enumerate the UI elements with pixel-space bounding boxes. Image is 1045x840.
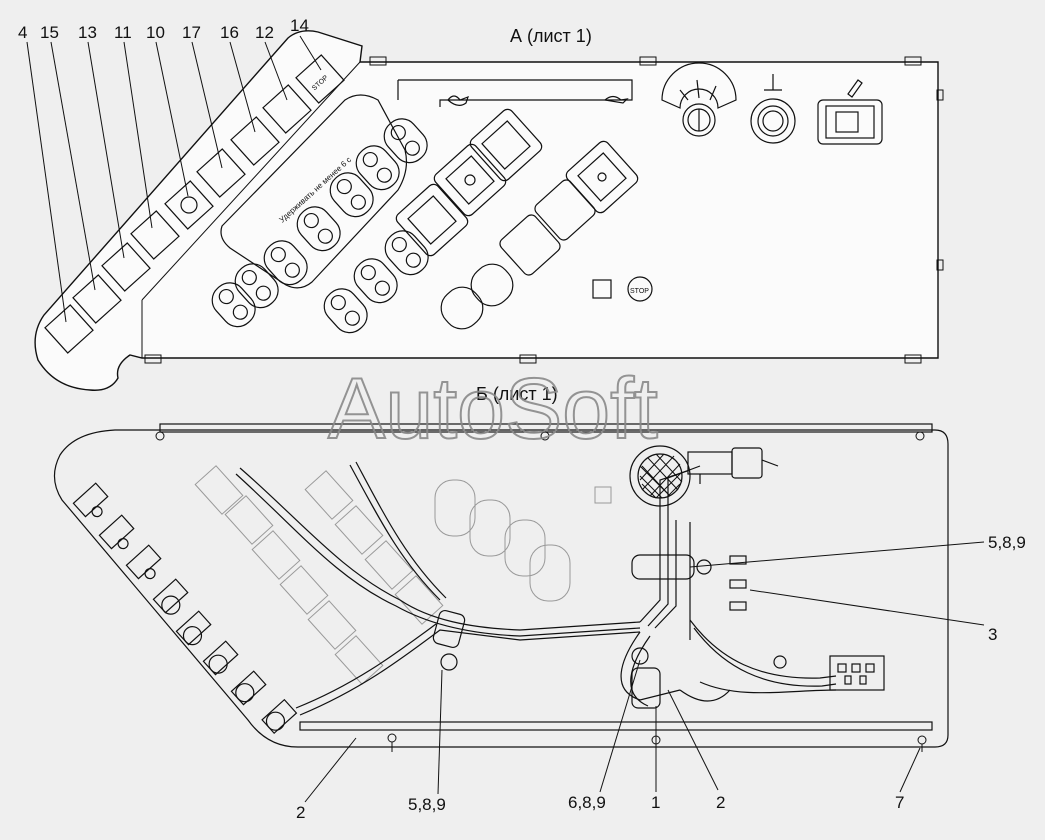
small-fuse-slots	[689, 522, 747, 640]
blank-oval-1	[440, 286, 484, 330]
switch-strip	[44, 54, 345, 354]
callout-11: 11	[114, 23, 132, 42]
callout-2-right: 2	[716, 793, 725, 812]
callout-589-bottom: 5,8,9	[408, 795, 446, 814]
switch-12	[262, 84, 312, 134]
view-b-panel-outline	[53, 429, 949, 748]
rocker-3	[329, 172, 374, 218]
rocker-7	[234, 263, 279, 309]
view-a-panel-outline	[34, 30, 939, 391]
callout-689: 6,8,9	[568, 793, 606, 812]
blank-plate-2	[534, 179, 596, 241]
turtle-icon	[603, 95, 629, 104]
lit-switches	[395, 108, 653, 330]
view-b-bottom-rail	[299, 721, 933, 731]
switch-17	[196, 148, 246, 198]
switch-13	[101, 242, 151, 292]
callout-15: 15	[40, 23, 59, 42]
view-a: А (лист 1) STOP Удерживать не менее 6	[18, 16, 944, 391]
harness-clamps	[432, 554, 787, 709]
view-a-title: А (лист 1)	[510, 26, 592, 46]
lit-switch-2	[433, 143, 507, 217]
horn-rocker-switch	[817, 79, 883, 145]
callout-10: 10	[146, 23, 165, 42]
rocker-buttons	[211, 118, 429, 334]
view-b-fasteners	[155, 431, 927, 752]
view-b-title: Б (лист 1)	[476, 384, 558, 404]
view-a-leaders	[26, 35, 322, 323]
plug-connector	[687, 447, 779, 484]
rocker-8	[323, 288, 368, 334]
rotary-selector	[661, 62, 737, 137]
lit-switch-3	[469, 108, 543, 182]
switch-15	[72, 274, 122, 324]
lit-switch-1	[395, 183, 469, 257]
clamp-upper	[631, 554, 695, 580]
switch-10	[164, 180, 214, 230]
view-a-mounting-tabs	[144, 56, 944, 364]
pen-icon	[847, 79, 863, 98]
switch-14	[295, 54, 345, 104]
central-bezel	[220, 94, 408, 289]
rocker-10	[384, 230, 429, 276]
wire-harness	[235, 461, 837, 716]
switch-11	[130, 210, 180, 260]
view-b: Б (лист 1)	[53, 384, 1026, 822]
callout-13: 13	[78, 23, 97, 42]
callout-589-right: 5,8,9	[988, 533, 1026, 552]
rocker-2	[296, 206, 341, 252]
callout-7: 7	[895, 793, 904, 812]
view-a-bevel	[141, 61, 361, 301]
small-square-indicator	[592, 279, 612, 299]
rocker-9	[353, 258, 398, 304]
rocker-4	[355, 145, 400, 191]
round-relay	[629, 445, 691, 507]
ghost-switch-bodies	[194, 465, 612, 685]
stop-indicator	[627, 276, 653, 302]
callout-14: 14	[290, 16, 309, 35]
switch-4	[44, 304, 94, 354]
callout-17: 17	[182, 23, 201, 42]
clamp-left	[432, 609, 466, 649]
ground-pushbutton	[750, 74, 796, 144]
rocker-5	[383, 118, 428, 164]
callout-4: 4	[18, 23, 27, 42]
watermark: AutoSoft	[328, 361, 658, 457]
stop-indicator-label: STOP	[630, 288, 649, 295]
view-a-callouts: 4 15 13 11 10 17 16 12 14	[18, 16, 309, 42]
callout-3: 3	[988, 625, 997, 644]
switch-10-ring	[180, 196, 198, 214]
terminal-block	[829, 655, 885, 691]
blank-oval-2	[470, 263, 514, 307]
diagonal-connectors	[72, 482, 298, 735]
switch-16	[230, 116, 280, 166]
callout-2-left: 2	[296, 803, 305, 822]
hare-icon	[447, 95, 469, 106]
rocker-6	[211, 282, 256, 328]
callout-16: 16	[220, 23, 239, 42]
rocker-1	[263, 240, 308, 286]
view-b-leaders	[304, 541, 985, 803]
callout-12: 12	[255, 23, 274, 42]
blank-plate-1	[499, 214, 561, 276]
speed-slider-channel	[398, 79, 633, 107]
callout-1: 1	[651, 793, 660, 812]
view-b-callouts: 5,8,9 3 2 5,8,9 6,8,9 1 2 7	[296, 533, 1026, 822]
